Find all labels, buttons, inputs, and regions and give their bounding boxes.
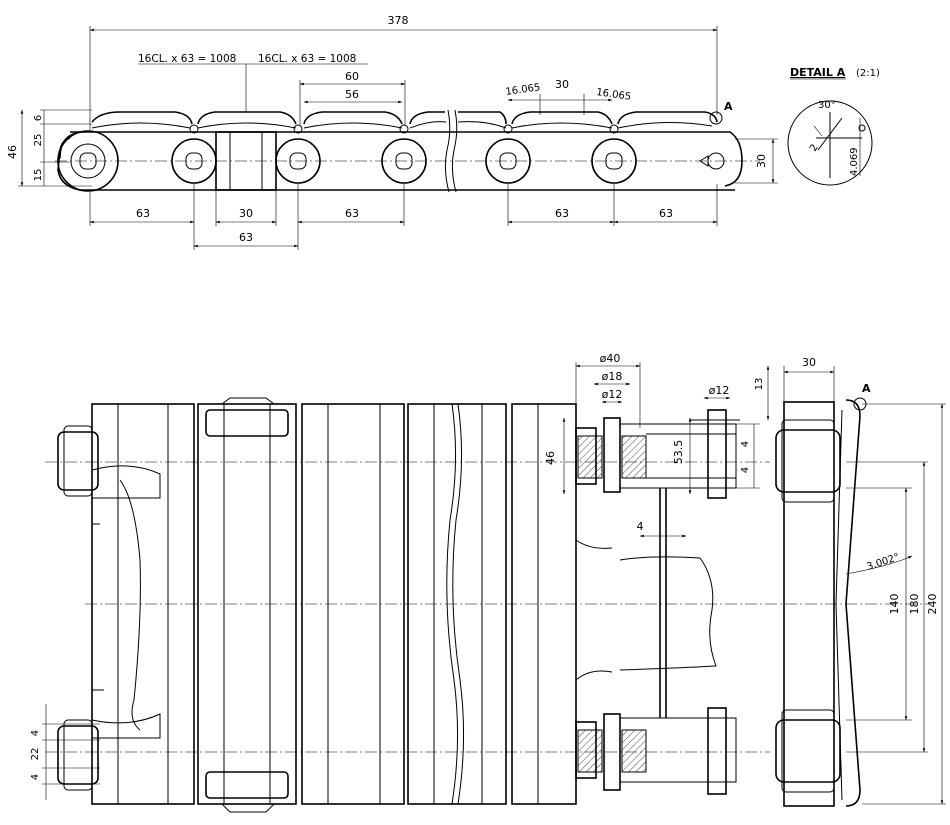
side-view <box>775 397 867 807</box>
angle-3002: 3.002° <box>866 552 901 573</box>
detail-a: DETAIL A (2:1) 30° 2 4.069 <box>787 66 880 186</box>
detail-dim-4069: 4.069 <box>849 147 860 176</box>
dim-140: 140 <box>888 594 901 615</box>
detail-scale: (2:1) <box>856 68 880 79</box>
bottom-63-b: 63 <box>345 207 359 220</box>
dim-30-right: 30 <box>755 154 768 168</box>
detail-title: DETAIL A <box>790 66 846 79</box>
pin-section <box>575 409 740 795</box>
detail-dim-2: 2 <box>808 142 821 153</box>
dia-12-a: ø12 <box>602 388 623 401</box>
dim-6: 6 <box>33 115 44 121</box>
flight-plates <box>91 111 718 129</box>
marker-a-bottom: A <box>862 382 871 395</box>
dia-18: ø18 <box>602 370 623 383</box>
bottom-63-d: 63 <box>659 207 673 220</box>
dim-4-a: 4 <box>740 441 751 447</box>
dia-40: ø40 <box>600 352 621 365</box>
dim-16065-b: 16.065 <box>596 87 632 103</box>
dim-60: 60 <box>345 70 359 83</box>
left-4-bot: 4 <box>30 774 41 780</box>
top-view: 378 16CL. x 63 = 1008 16CL. x 63 = 1008 … <box>6 14 778 250</box>
dim-30-side: 30 <box>802 356 816 369</box>
marker-a-top: A <box>724 100 733 113</box>
lower-63: 63 <box>239 231 253 244</box>
bottom-30: 30 <box>239 207 253 220</box>
dim-180: 180 <box>908 594 921 615</box>
dim-46-section: 46 <box>544 451 557 465</box>
dim-56: 56 <box>345 88 359 101</box>
dim-16065-a: 16.065 <box>505 82 541 98</box>
pitch-note-1: 16CL. x 63 = 1008 <box>138 53 236 65</box>
pitch-note-2: 16CL. x 63 = 1008 <box>258 53 356 65</box>
detail-angle: 30° <box>818 100 836 111</box>
dim-240: 240 <box>926 594 939 615</box>
dim-4-b: 4 <box>740 467 751 473</box>
left-22: 22 <box>30 748 41 761</box>
dia-12-b: ø12 <box>709 384 730 397</box>
dim-535: 53.5 <box>672 440 685 465</box>
bottom-63-a: 63 <box>136 207 150 220</box>
bottom-view: ø40 ø18 ø12 ø12 46 53.5 4 4 4 <box>30 352 946 813</box>
dim-378: 378 <box>388 14 409 27</box>
dim-15: 15 <box>33 169 44 182</box>
bottom-63-c: 63 <box>555 207 569 220</box>
dim-46-left: 46 <box>6 145 19 159</box>
left-4-top: 4 <box>30 730 41 736</box>
dim-25: 25 <box>33 134 44 147</box>
rollers <box>57 111 725 192</box>
dim-30-top: 30 <box>555 78 569 91</box>
dim-13: 13 <box>754 378 765 391</box>
dim-4-mid: 4 <box>637 520 644 533</box>
